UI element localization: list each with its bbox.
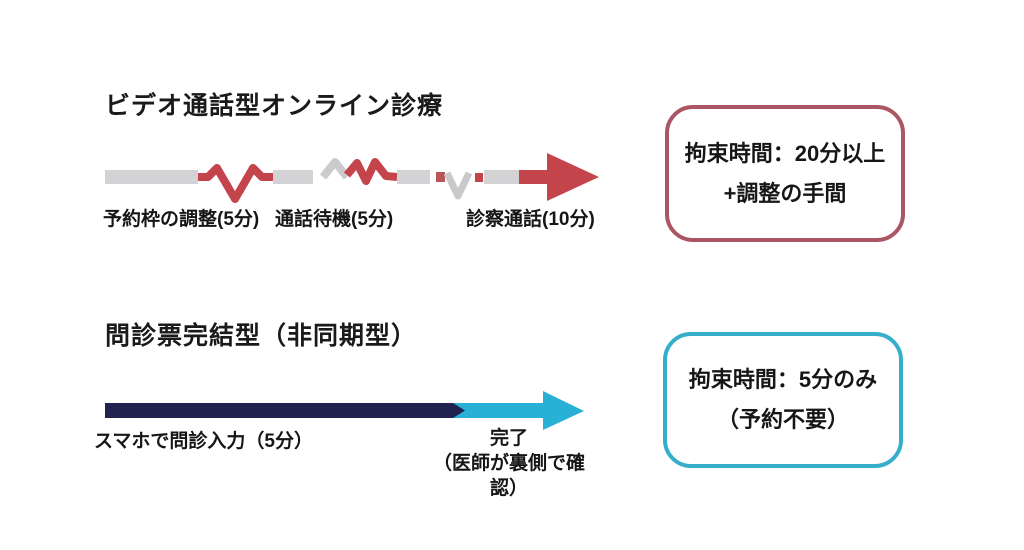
- gray-peak-zigzag-icon: [319, 158, 351, 180]
- timeline-bar-segment: [484, 170, 519, 184]
- small-red-square: [436, 172, 445, 182]
- timeline-label-consult-call: 診察通話(10分): [466, 209, 595, 230]
- red-pulse-zigzag-icon: [198, 164, 273, 203]
- navy-bar-segment: [105, 403, 465, 418]
- red-double-peak-zigzag-icon: [343, 158, 398, 185]
- gray-v-dip-icon: [443, 171, 473, 200]
- questionnaire-timeline-arrow: [105, 391, 584, 430]
- red-arrowhead-icon: [547, 153, 599, 201]
- video-call-timeline-arrow: [105, 153, 599, 203]
- cyan-arrowhead-icon: [543, 391, 584, 430]
- timeline-bar-segment: [273, 170, 313, 184]
- complete-label-line: 完了: [489, 428, 528, 449]
- timeline-label-complete: 完了 （医師が裏側で確認）: [420, 426, 598, 501]
- callout-line: 拘束時間：20分以上: [684, 140, 886, 166]
- red-bar-segment: [519, 170, 549, 184]
- callout-questionnaire-time: 拘束時間：5分のみ （予約不要）: [663, 332, 903, 468]
- timeline-label-smartphone-input: スマホで問診入力（5分）: [94, 431, 313, 452]
- timeline-label-reservation: 予約枠の調整(5分): [103, 209, 260, 230]
- callout-video-time: 拘束時間：20分以上 +調整の手間: [665, 105, 905, 242]
- timeline-label-waiting: 通話待機(5分): [275, 209, 394, 230]
- section-title-video-call: ビデオ通話型オンライン診療: [105, 92, 444, 120]
- timeline-bar-segment: [105, 170, 198, 184]
- callout-line: +調整の手間: [723, 180, 847, 206]
- cyan-bar-segment: [447, 403, 544, 418]
- section-title-questionnaire: 問診票完結型（非同期型）: [105, 322, 418, 350]
- small-red-square: [475, 173, 483, 182]
- callout-line: （予約不要）: [716, 407, 849, 432]
- timeline-bar-segment: [397, 170, 430, 184]
- doctor-check-label-line: （医師が裏側で確認）: [432, 453, 585, 499]
- callout-line: 拘束時間：5分のみ: [688, 367, 878, 392]
